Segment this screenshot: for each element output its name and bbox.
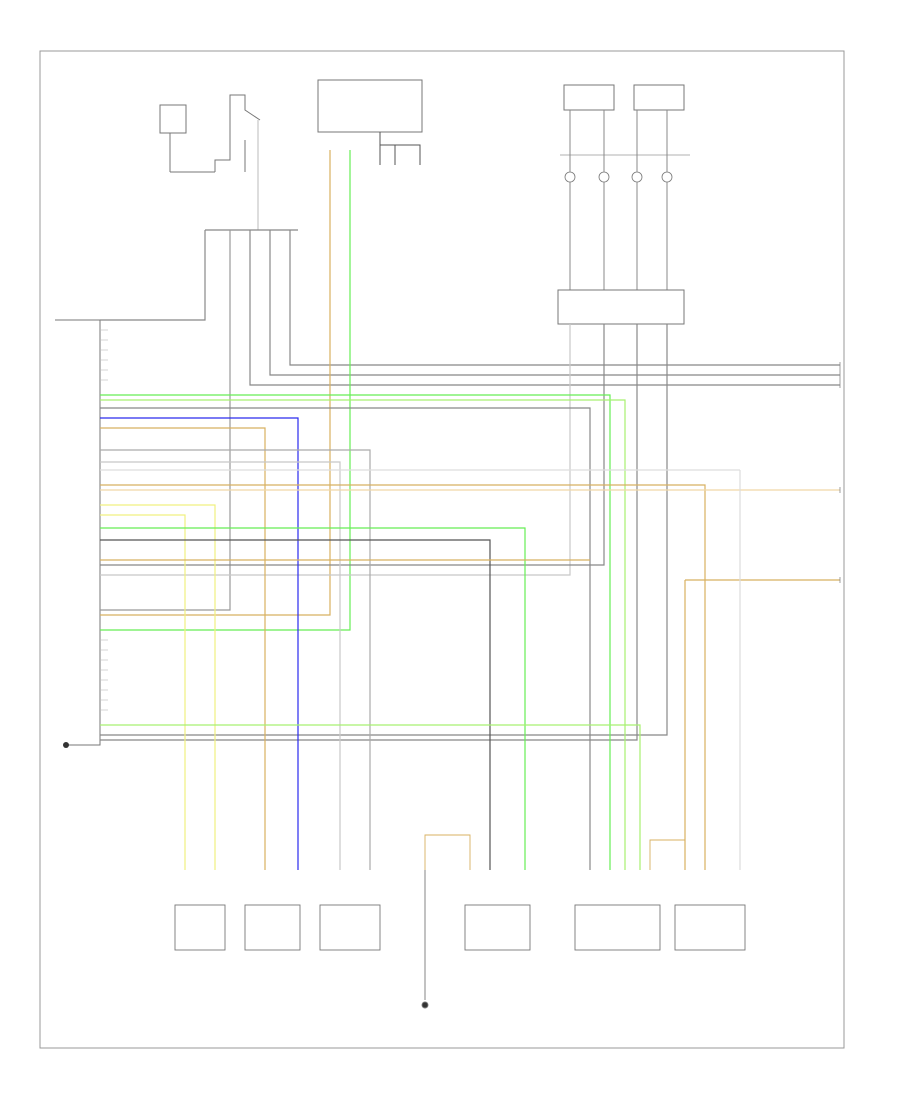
bottom-sensor-5 — [574, 904, 661, 951]
ground-icon — [421, 1001, 429, 1009]
ground-icon — [63, 742, 69, 748]
right-module — [557, 289, 685, 325]
fuse-block — [317, 79, 423, 165]
bottom-sensors — [174, 834, 746, 1009]
bottom-sensor-1 — [174, 904, 226, 951]
top-left-component — [159, 94, 261, 230]
bottom-sensor-2 — [244, 904, 301, 951]
bottom-sensor-6 — [674, 904, 746, 951]
top-right-sensors — [560, 84, 690, 290]
bottom-sensor-3 — [319, 904, 381, 951]
main-module — [55, 319, 108, 748]
bottom-sensor-4 — [464, 904, 531, 951]
wires — [100, 150, 840, 870]
connector-circles — [564, 171, 673, 183]
diagram-frame — [39, 50, 845, 1049]
